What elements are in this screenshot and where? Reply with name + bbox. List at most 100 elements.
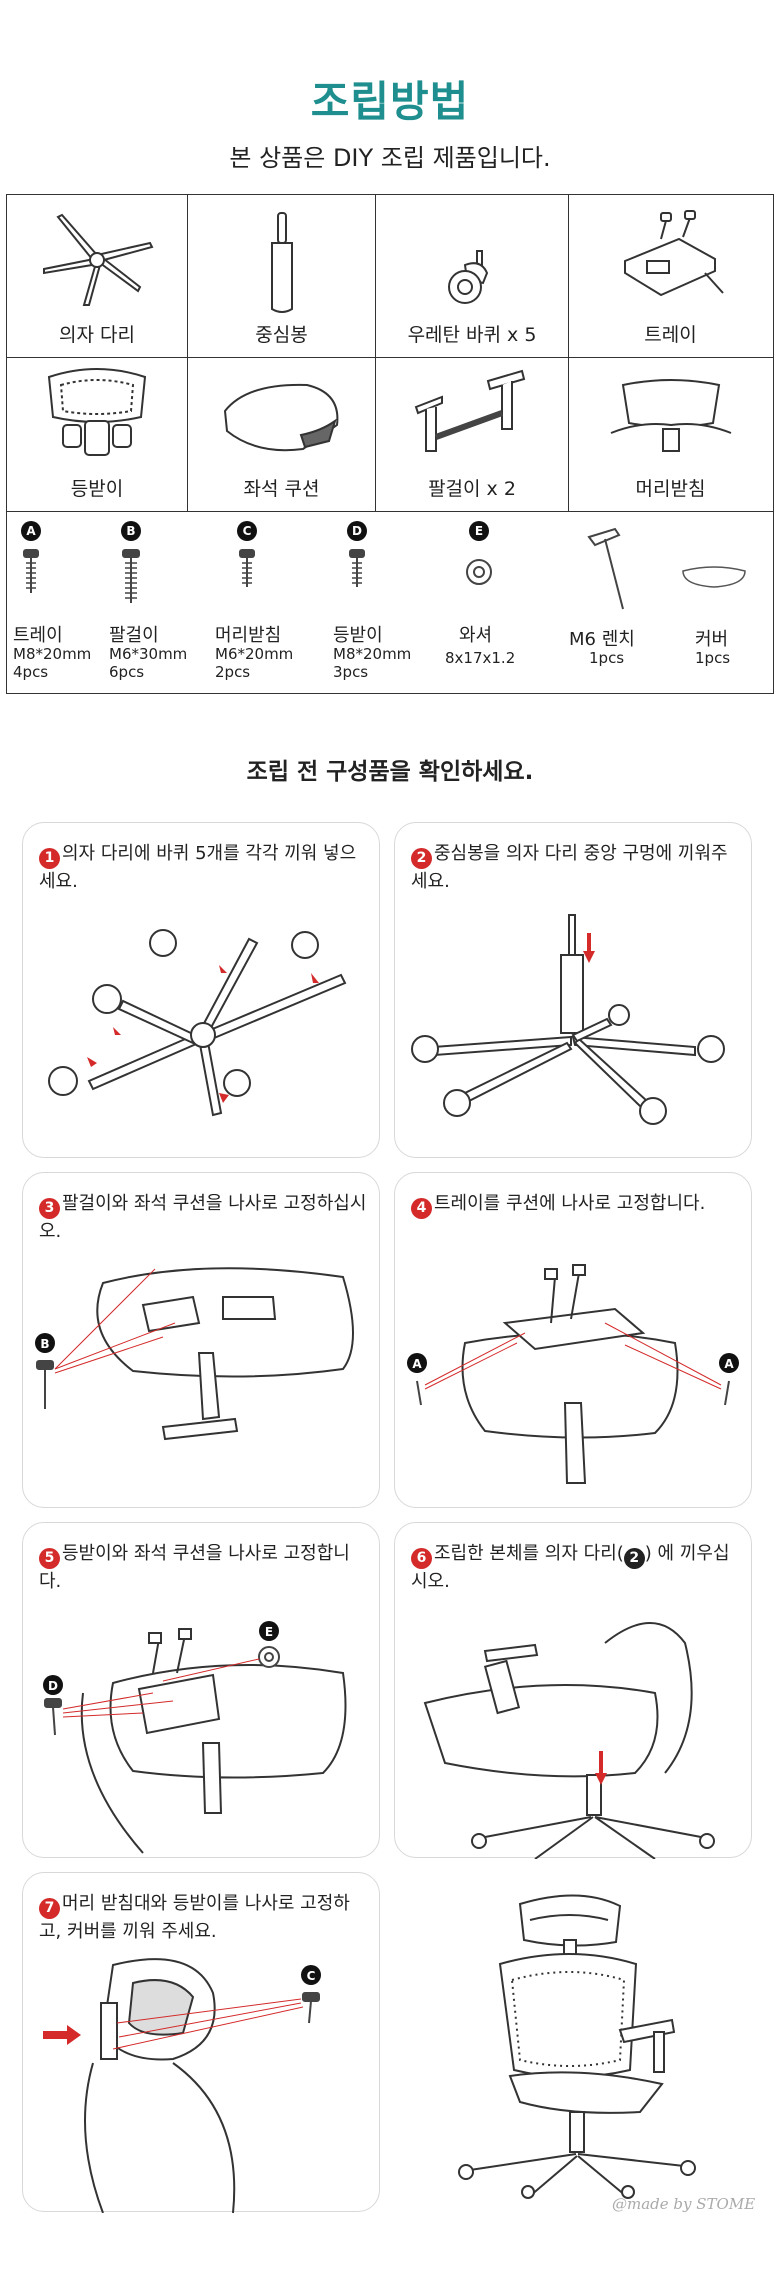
parts-row-2: 등받이 좌석 쿠션 팔걸이 x 2	[7, 357, 773, 512]
part-seat-cushion: 좌석 쿠션	[188, 357, 376, 511]
hardware-name: 팔걸이	[109, 625, 159, 646]
hardware-screw-b: B 팔걸이 M6*30mm 6pcs	[103, 511, 203, 695]
part-headrest: 머리받침	[569, 357, 772, 511]
cover-icon	[682, 566, 746, 588]
part-label: 머리받침	[635, 478, 706, 500]
step-2-illustration	[411, 914, 725, 1125]
hardware-name: 등받이	[333, 625, 383, 646]
gas-cylinder-icon	[270, 212, 293, 313]
step-4-illustration: A A	[407, 1264, 739, 1484]
part-chair-base: 의자 다리	[7, 195, 188, 357]
step-instruction: 중심봉을 의자 다리 중앙 구멍에 끼워주세요.	[411, 843, 728, 892]
step-number: 4	[411, 1197, 432, 1219]
parts-table: 의자 다리 중심봉 우레탄 바퀴 x 5	[6, 194, 774, 694]
hardware-name: 커버	[695, 629, 729, 650]
section-title: 조립 전 구성품을 확인하세요.	[246, 759, 534, 785]
seat-cushion-icon	[223, 383, 338, 452]
part-tray: 트레이	[569, 195, 772, 357]
part-label: 트레이	[644, 324, 697, 346]
hardware-screw-d: D 등받이 M8*20mm 3pcs	[325, 511, 435, 695]
part-label: 등받이	[70, 478, 124, 500]
armrest-icon	[414, 369, 526, 452]
step-number: 3	[39, 1197, 60, 1219]
step-instruction: 트레이를 쿠션에 나사로 고정합니다.	[434, 1193, 706, 1214]
screw-icon	[122, 549, 140, 603]
step-3-badge: B	[40, 1337, 49, 1351]
step-number: 6	[411, 1547, 432, 1569]
backrest-icon	[47, 368, 147, 456]
hardware-washer-e: E 와셔 8x17x1.2	[437, 511, 537, 695]
watermark: @made by STOME	[612, 2195, 756, 2213]
hardware-badge: B	[121, 521, 141, 541]
parts-row-1: 의자 다리 중심봉 우레탄 바퀴 x 5	[7, 195, 773, 358]
step-number: 1	[39, 847, 60, 869]
hardware-spec: M6*30mm	[109, 645, 188, 663]
step-instruction-cont: ) 에 끼우십시오.	[411, 1543, 730, 1592]
hardware-name: M6 렌치	[569, 629, 635, 650]
hardware-qty: 1pcs	[695, 649, 731, 667]
step-number: 5	[39, 1547, 60, 1569]
step-7-badge: C	[307, 1969, 316, 1983]
step-instruction: 팔걸이와 좌석 쿠션을 나사로 고정하십시오.	[39, 1193, 367, 1242]
hardware-badge: E	[469, 521, 489, 541]
hardware-cover: 커버 1pcs	[663, 511, 773, 695]
step-3-illustration: B	[35, 1267, 354, 1441]
hardware-badge: C	[237, 521, 257, 541]
hardware-spec: M6*20mm	[215, 645, 294, 663]
part-label: 우레탄 바퀴 x 5	[407, 324, 537, 346]
hardware-name: 와셔	[459, 625, 493, 646]
hardware-badge: A	[21, 521, 41, 541]
caster-wheel-icon	[448, 250, 489, 304]
hardware-qty: 2pcs	[215, 663, 251, 681]
assembled-chair-illustration	[458, 1894, 696, 2199]
step-instruction: 등받이와 좌석 쿠션을 나사로 고정합니다.	[39, 1543, 350, 1592]
hardware-qty: 3pcs	[333, 663, 369, 681]
hardware-name: 머리받침	[215, 625, 282, 646]
step-7-illustration: C	[43, 1958, 321, 2213]
hardware-qty: 4pcs	[13, 663, 49, 681]
part-gas-cylinder: 중심봉	[188, 195, 376, 357]
step-number: 2	[411, 847, 432, 869]
part-backrest: 등받이	[7, 357, 188, 511]
tray-mechanism-icon	[623, 210, 724, 297]
step-instruction: 조립한 본체를 의자 다리(	[434, 1543, 624, 1564]
hardware-qty: 1pcs	[589, 649, 625, 667]
part-label: 중심봉	[255, 324, 308, 346]
page-title: 조립방법	[310, 77, 470, 126]
step-6-illustration	[423, 1622, 715, 1859]
hardware-spec: 8x17x1.2	[445, 649, 516, 667]
hardware-screw-c: C 머리받침 M6*20mm 2pcs	[207, 511, 317, 695]
screw-icon	[239, 549, 255, 587]
parts-row-hardware: A 트레이 M8*20mm 4pcs B 팔걸이 M6*30mm 6pcs	[7, 511, 773, 695]
part-label: 의자 다리	[59, 324, 135, 346]
chair-base-icon	[43, 213, 154, 306]
hardware-wrench: M6 렌치 1pcs	[555, 511, 665, 695]
step-5-badge-d: D	[48, 1679, 58, 1693]
step-number: 7	[39, 1897, 60, 1919]
hardware-spec: M8*20mm	[13, 645, 92, 663]
step-instruction: 의자 다리에 바퀴 5개를 각각 끼워 넣으세요.	[39, 843, 357, 892]
hardware-screw-a: A 트레이 M8*20mm 4pcs	[7, 511, 107, 695]
hardware-spec: M8*20mm	[333, 645, 412, 663]
page-subtitle: 본 상품은 DIY 조립 제품입니다.	[229, 144, 551, 172]
step-4-badge-right: A	[724, 1357, 734, 1371]
screw-icon	[349, 549, 365, 587]
hardware-name: 트레이	[13, 625, 63, 646]
step-5-illustration: D E	[43, 1621, 347, 1854]
wrench-icon	[587, 527, 624, 610]
hardware-badge: D	[347, 521, 367, 541]
part-label: 팔걸이 x 2	[428, 478, 516, 500]
